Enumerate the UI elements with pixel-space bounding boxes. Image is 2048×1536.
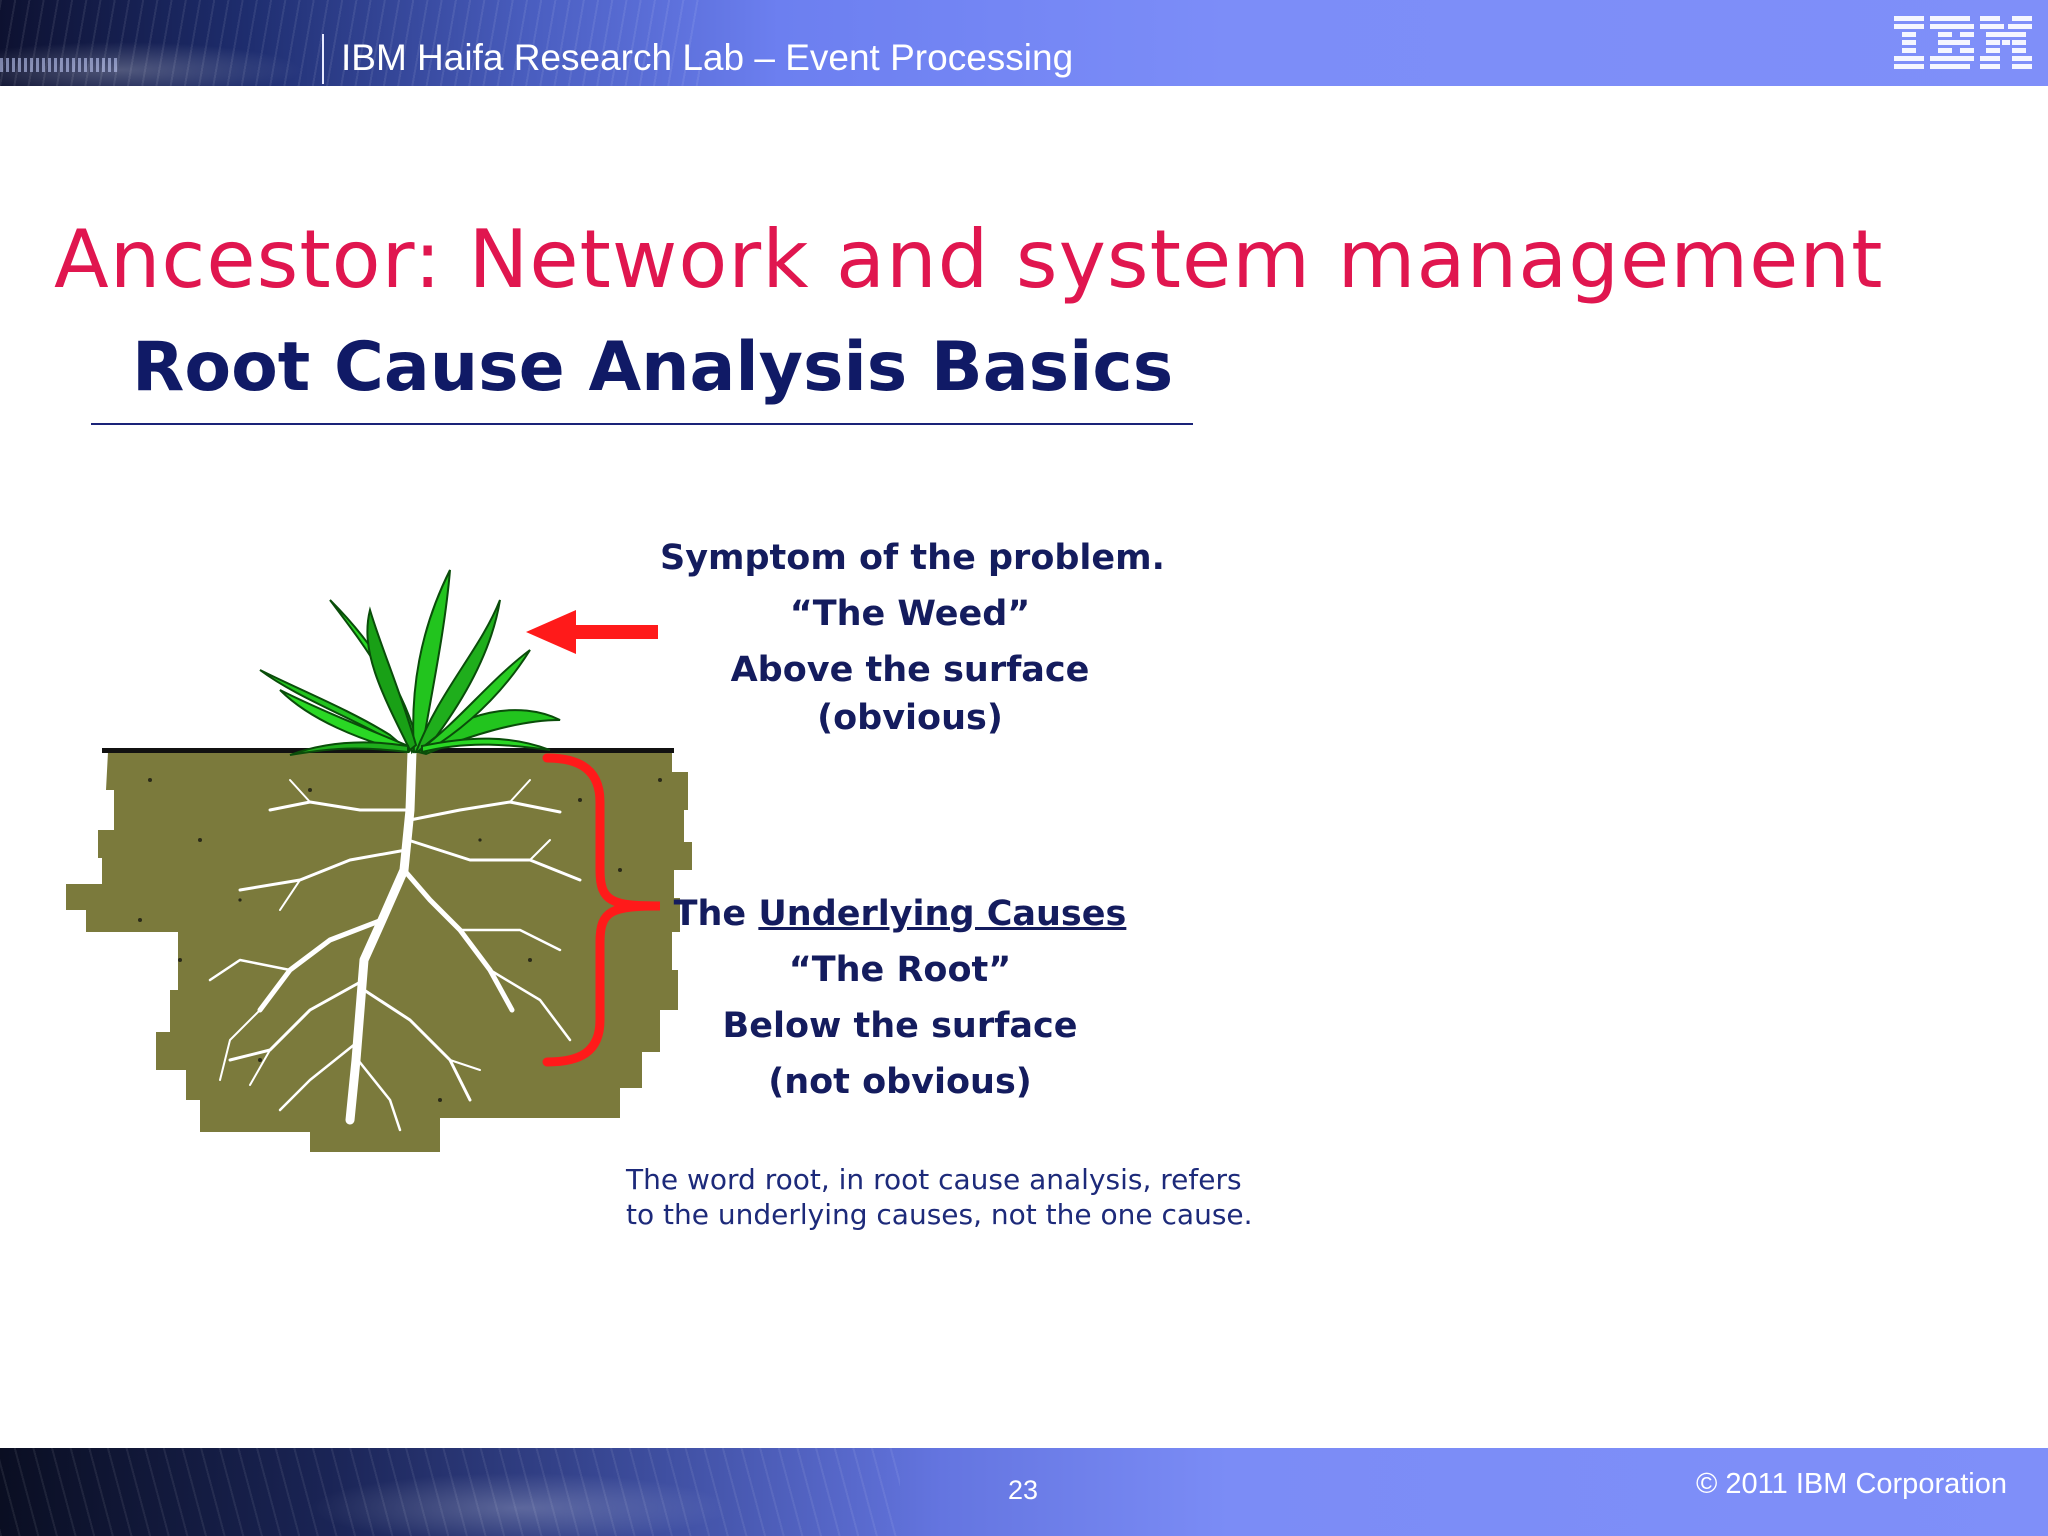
footer-decoration bbox=[0, 1448, 900, 1536]
symptom-text-block: Symptom of the problem. “The Weed” Above… bbox=[660, 530, 1165, 738]
red-brace-icon bbox=[542, 753, 661, 1067]
root-definition-note: The word root, in root cause analysis, r… bbox=[626, 1162, 1253, 1232]
causes-text-block: The Underlying Causes “The Root” Below t… bbox=[660, 886, 1140, 1110]
page-number: 23 bbox=[1008, 1475, 1039, 1505]
symptom-line-1: Symptom of the problem. bbox=[660, 538, 1165, 578]
root-cause-illustration bbox=[66, 569, 692, 1152]
note-line-2: to the underlying causes, not the one ca… bbox=[626, 1198, 1253, 1231]
slide-title: Ancestor: Network and system management bbox=[54, 213, 1884, 306]
header-bar: IBM Haifa Research Lab – Event Processin… bbox=[0, 0, 2048, 86]
note-line-1: The word root, in root cause analysis, r… bbox=[626, 1163, 1242, 1196]
causes-line-3: Below the surface bbox=[722, 1006, 1078, 1046]
header-divider bbox=[322, 34, 324, 84]
footer-bar bbox=[0, 1448, 2048, 1536]
symptom-line-4: (obvious) bbox=[817, 698, 1003, 738]
causes-underlined-term: Underlying Causes bbox=[758, 894, 1127, 934]
header-dots-decoration bbox=[0, 58, 120, 72]
causes-line-2: “The Root” bbox=[788, 950, 1012, 990]
symptom-line-2: “The Weed” bbox=[789, 594, 1031, 634]
subtitle-underline bbox=[91, 423, 1193, 425]
symptom-line-3: Above the surface bbox=[730, 650, 1090, 690]
causes-prefix: The bbox=[673, 894, 759, 934]
copyright-notice: © 2011 IBM Corporation bbox=[1696, 1468, 2007, 1500]
section-subtitle: Root Cause Analysis Basics bbox=[132, 328, 1174, 407]
soil-block bbox=[66, 752, 692, 1152]
root-system bbox=[208, 747, 582, 1132]
causes-line-4: (not obvious) bbox=[768, 1062, 1032, 1102]
weed-plant-icon bbox=[259, 569, 561, 756]
ibm-logo bbox=[1894, 16, 2032, 69]
header-title: IBM Haifa Research Lab – Event Processin… bbox=[341, 37, 1074, 78]
causes-line-1: The Underlying Causes bbox=[660, 886, 1140, 942]
red-arrow-icon bbox=[526, 610, 658, 654]
